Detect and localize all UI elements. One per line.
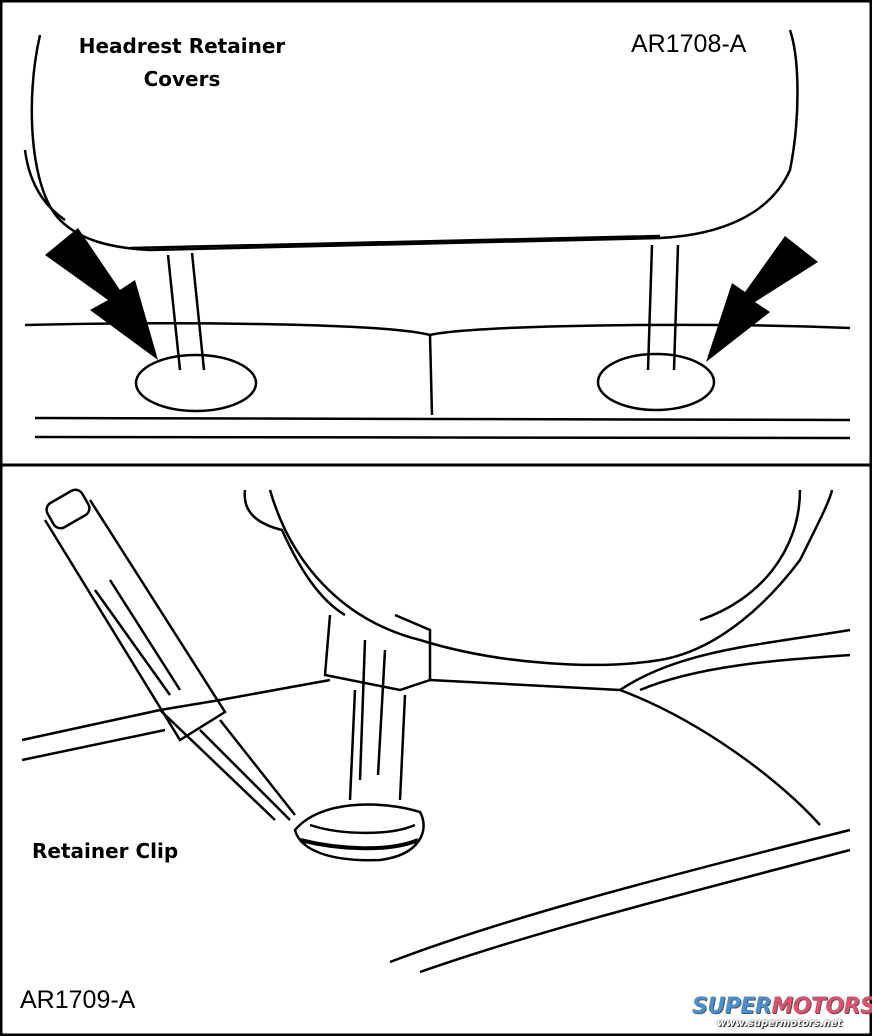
label-line-1: Headrest Retainer bbox=[78, 34, 286, 58]
seat-surface bbox=[21, 628, 851, 974]
arrow-right-icon bbox=[706, 236, 818, 362]
tool bbox=[43, 488, 296, 821]
figure-code-bottom: AR1709-A bbox=[20, 986, 136, 1014]
arrow-left-icon bbox=[45, 228, 158, 360]
headrest-post-bottom bbox=[323, 613, 432, 801]
headrest-retainer-covers-label: Headrest Retainer Covers bbox=[52, 30, 312, 96]
retainer-cover-left bbox=[134, 353, 258, 413]
supermotors-watermark: SUPERMOTORS www.supermotors.net bbox=[692, 994, 872, 1030]
watermark-url: www.supermotors.net bbox=[716, 1018, 843, 1029]
label-line-2: Covers bbox=[143, 67, 221, 91]
figure-code-top: AR1708-A bbox=[631, 30, 747, 58]
retainer-clip bbox=[293, 803, 425, 862]
brand-motors: MOTORS bbox=[771, 994, 872, 1019]
headrest-bottom bbox=[243, 489, 834, 667]
retainer-clip-label: Retainer Clip bbox=[32, 839, 179, 863]
headrest bbox=[23, 29, 799, 252]
brand-super: SUPER bbox=[692, 994, 772, 1019]
seat-back-top bbox=[24, 322, 851, 440]
headrest-posts bbox=[166, 244, 680, 371]
retainer-cover-right bbox=[596, 352, 716, 412]
